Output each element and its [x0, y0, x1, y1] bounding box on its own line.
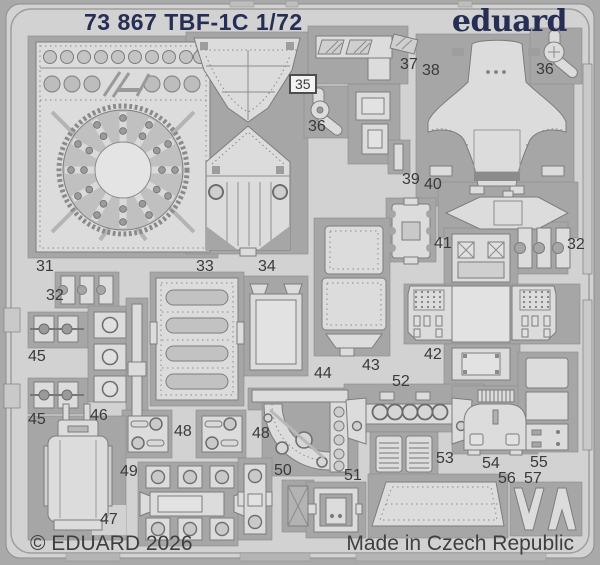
part-number-label: 32: [46, 287, 64, 304]
part-number-label: 47: [100, 511, 118, 528]
part-41-bracket: [388, 197, 434, 265]
part-riveted-panel: [371, 481, 505, 527]
part-number-label: 52: [392, 373, 410, 390]
part-43-riveted-panel: [321, 225, 387, 357]
part-number-label: 38: [422, 62, 440, 79]
part-45-hinge-upper: [30, 315, 84, 343]
part-54-dome: [463, 389, 527, 456]
part-number-label: 42: [424, 346, 442, 363]
part-number-label: 33: [196, 258, 214, 275]
part-44-gun-mount-arc: [251, 389, 349, 473]
part-number-label: 46: [90, 407, 108, 424]
part-number-label: 49: [120, 463, 138, 480]
part-56-57-braces: [513, 487, 577, 531]
part-40-fairing: [444, 190, 570, 230]
part-number-label: 56: [498, 470, 516, 487]
part-number-label: 32: [567, 236, 585, 253]
part-number-label: 36: [308, 118, 326, 135]
part-number-label: 55: [530, 454, 548, 471]
part-49-mount: [139, 465, 245, 541]
part-number-label: 44: [314, 365, 332, 382]
catalog-title: 73 867 TBF-1C 1/72: [84, 9, 303, 35]
part-48-buckle-left: [127, 415, 169, 453]
part-33-34-glazing-frames: [193, 37, 301, 257]
part-small-brackets: [355, 91, 391, 155]
made-in-text: Made in Czech Republic: [346, 532, 574, 555]
part-number-label: 45: [28, 348, 46, 365]
part-number-label: 48: [174, 423, 192, 440]
part-48-buckle-right: [201, 415, 243, 453]
part-32-clips-left: [58, 275, 114, 305]
part-51-box: [307, 487, 363, 533]
part-number-label: 40: [424, 176, 442, 193]
part-slotted-panel: [149, 277, 245, 401]
part-number-label: 41: [434, 235, 452, 252]
part-braced-plate: [287, 485, 309, 527]
part-31-turret-ring-plate: [35, 41, 211, 253]
part-38-armor-plate: [427, 39, 567, 195]
part-number-label: 53: [436, 450, 454, 467]
part-number-label: 37: [400, 56, 418, 73]
part-number-label: 31: [36, 258, 54, 275]
part-46-loop-brackets: [93, 311, 127, 403]
part-number-label: 39: [402, 171, 420, 188]
part-39-strip: [393, 143, 404, 171]
part-number-label: 48: [252, 425, 270, 442]
part-number-label: 57: [524, 470, 542, 487]
part-number-label: 54: [482, 455, 500, 472]
part-50-mount: [237, 463, 273, 535]
part-47-armor: [43, 403, 113, 531]
part-number-label: 34: [258, 258, 276, 275]
eduard-brand-logo: eduard: [451, 4, 568, 39]
part-53-louvers: [375, 435, 433, 473]
part-32-clips-right: [514, 227, 571, 269]
part-42-bulkhead: [407, 233, 557, 381]
part-36-wishbone-right: [543, 29, 578, 79]
part-frame-panel: [249, 283, 303, 371]
part-number-label: 50: [274, 462, 292, 479]
part-number-label: 43: [362, 357, 380, 374]
part-number-label: 35: [289, 74, 317, 94]
part-55-boxes: [525, 357, 569, 451]
part-number-label: 45: [28, 411, 46, 428]
part-37-canopy-frame: [315, 33, 419, 81]
part-number-label: 36: [536, 61, 554, 78]
part-36-wishbone-left: [310, 87, 343, 136]
part-number-label: 51: [344, 467, 362, 484]
copyright-text: © EDUARD 2026: [30, 532, 193, 555]
